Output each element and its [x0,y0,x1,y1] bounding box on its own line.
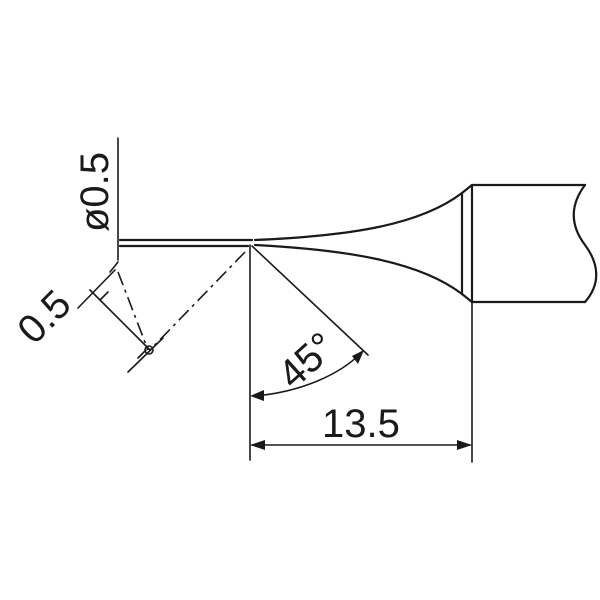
chamfer-ext-lower [127,337,164,373]
angle-ray-diagonal [251,245,369,356]
diameter-extension-short [109,261,119,273]
break-line [572,183,598,304]
angle-arrow-right [352,350,364,364]
length-arrow-left [250,440,265,450]
chamfer-label: 0.5 [9,282,79,352]
chamfer-tick-a [99,291,109,301]
diameter-label: ø0.5 [73,152,117,232]
chamfer-ext-upper [77,269,116,309]
angle-label: 45° [270,324,344,397]
center-line-b [117,271,149,351]
center-line-a [149,251,246,351]
angle-arrow-left [250,390,264,401]
tip-shaft [460,183,587,304]
chamfer-dim-line [89,289,151,351]
tip-taper [253,191,464,296]
chamfer-point [144,345,154,355]
length-arrow-right [457,440,472,450]
length-label: 13.5 [322,402,400,446]
